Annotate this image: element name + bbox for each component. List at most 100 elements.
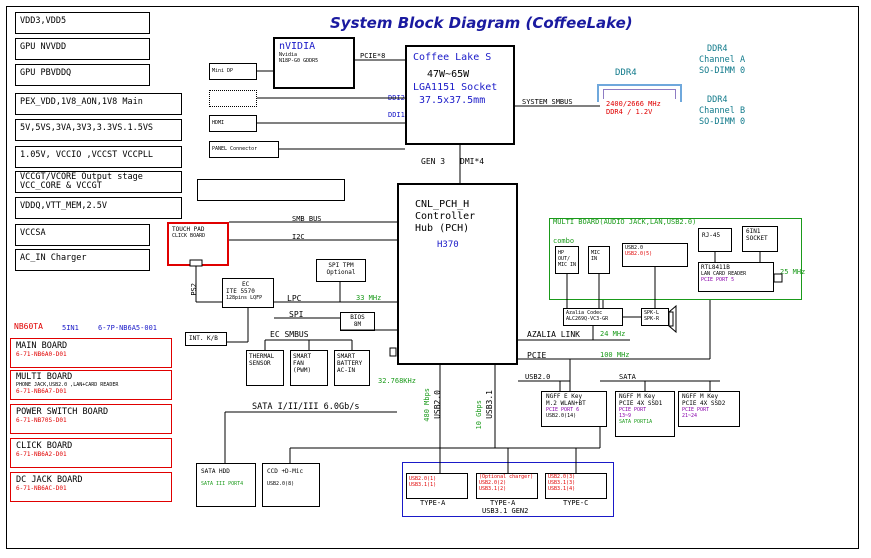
usb-group-label: USB3.1 GEN2 — [482, 507, 529, 515]
rail-vdd3: VDD3,VDD5 — [15, 12, 150, 34]
touchpad-box: TOUCH PAD CLICK BOARD — [167, 222, 229, 266]
usb-port-2: (Optional charger)USB2.0(2)USB3.1(2) — [476, 473, 538, 499]
usb31-vertical-freq: 10 Gbps — [475, 400, 483, 430]
lan-freq: 25 MHz — [780, 268, 806, 276]
pcie-label: PCIE — [527, 351, 547, 360]
sata-bus-label: SATA I/II/III 6.0Gb/s — [252, 402, 360, 412]
pcie-freq: 100 MHz — [600, 351, 630, 359]
board-5in1-part: 6-7P-NB6A5-001 — [98, 324, 158, 332]
rail-gpu-pbvddq: GPU PBVDDQ — [15, 64, 150, 86]
lpc-label: LPC — [287, 294, 302, 303]
ddr4-volt: DDR4 / 1.2V — [606, 108, 653, 116]
lpc-freq: 33 MHz — [356, 294, 382, 302]
usb31-vertical-label: USB3.1 — [485, 390, 494, 419]
gpu-box: nVIDIA Nvidia N18P-G0 GDDR5 — [273, 37, 355, 89]
usb-port-2-type: TYPE-A — [490, 499, 516, 507]
usb-port-1: USB2.0(1)USB3.1(1) — [406, 473, 468, 499]
rail-gpu-nvvdd: GPU NVVDD — [15, 38, 150, 60]
smb-bus-label: SMB BUS — [292, 215, 322, 223]
ec-smbus-label: EC SMBUS — [270, 330, 309, 339]
ddi2-label: DDI2 — [388, 94, 405, 102]
combo-label: combo — [553, 237, 575, 245]
board-nb60ta: NB60TA — [14, 322, 43, 331]
ec-freq: 32.768KHz — [378, 377, 416, 385]
usb20-label: USB2.0 — [525, 373, 551, 381]
pch-controller: Controller — [415, 211, 476, 222]
rail-vddq: VDDQ,VTT_MEM,2.5V — [15, 197, 182, 219]
gpu-name: nVIDIA — [279, 41, 316, 52]
diagram-title: System Block Diagram (CoffeeLake) — [330, 14, 633, 32]
usb20-vertical-label: USB2.0 — [433, 390, 442, 419]
rail-5v: 5V,5VS,3VA,3V3,3.3VS.1.5VS — [15, 119, 182, 141]
gpu-vendor: Nvidia — [279, 52, 298, 58]
blank-box — [197, 179, 345, 201]
ps2-label: PS2 — [190, 283, 198, 296]
gen3-label: GEN 3 — [421, 157, 446, 166]
ddr4-speed: 2400/2666 MHz — [606, 100, 661, 108]
ccd-box: CCD +D-Mic USB2.0(8) — [262, 463, 320, 507]
usb20-vertical-freq: 480 Mbps — [423, 388, 431, 422]
usb-port-3-type: TYPE-C — [563, 499, 589, 507]
azalia-link-label: AZALIA LINK — [527, 330, 580, 339]
lan-box: RTL8411B LAN CARD READER PCIE PORT 5 — [698, 262, 774, 292]
azalia-freq: 24 MHz — [600, 330, 626, 338]
cpu-socket: LGA1151 Socket — [413, 82, 498, 93]
ddi1-label: DDI1 — [388, 111, 405, 119]
pch-model: H370 — [437, 240, 459, 250]
int-kb-box: INT. K/B — [185, 332, 227, 346]
rail-1v05: 1.05V, VCCIO ,VCCST VCCPLL — [15, 146, 182, 168]
hdmi-box: HDMI — [209, 115, 257, 132]
usb-port-1-type: TYPE-A — [420, 499, 446, 507]
pch-box: CNL_PCH_H Controller Hub (PCH) H370 — [397, 183, 518, 365]
panel-connector-box: PANEL Connector — [209, 141, 279, 158]
sata-hdd-box: SATA HDD SATA III PORT4 — [196, 463, 256, 507]
ddr4-slot-inner — [603, 89, 676, 99]
system-smbus-label: SYSTEM SMBUS — [522, 98, 573, 106]
pch-hub: Hub (PCH) — [415, 223, 470, 234]
spi-label: SPI — [289, 310, 304, 319]
rail-ac-in: AC_IN Charger — [15, 249, 150, 271]
cpu-name: Coffee Lake S — [413, 52, 492, 63]
rj45-box: RJ-45 — [698, 228, 732, 252]
cpu-size: 37.5x37.5mm — [419, 95, 486, 106]
rail-pex-vdd: PEX_VDD,1V8_AON,1V8 Main — [15, 93, 182, 115]
cpu-box: Coffee Lake S 47W~65W LGA1151 Socket 37.… — [405, 45, 515, 145]
cpu-power: 47W~65W — [427, 69, 470, 80]
board-5in1: 5IN1 — [62, 324, 79, 332]
gpu-model: N18P-G0 GDDR5 — [279, 58, 319, 64]
usb-port-3: USB2.0(3)USB3.1(3)USB3.1(4) — [545, 473, 607, 499]
pch-name: CNL_PCH_H — [415, 199, 470, 210]
pcie-x8-label: PCIE*8 — [360, 52, 386, 60]
gpu-link-empty — [209, 90, 257, 107]
multi-board-label: MULTI BOARD(AUDIO JACK,LAN,USB2.0) — [553, 218, 697, 226]
mini-dp-box: Mini DP — [209, 63, 257, 80]
ddr4-center-label: DDR4 — [615, 68, 637, 78]
sata-label: SATA — [619, 373, 636, 381]
rail-vccsa: VCCSA — [15, 224, 150, 246]
dmi-label: DMI*4 — [460, 157, 485, 166]
i2c-label: I2C — [292, 233, 305, 241]
